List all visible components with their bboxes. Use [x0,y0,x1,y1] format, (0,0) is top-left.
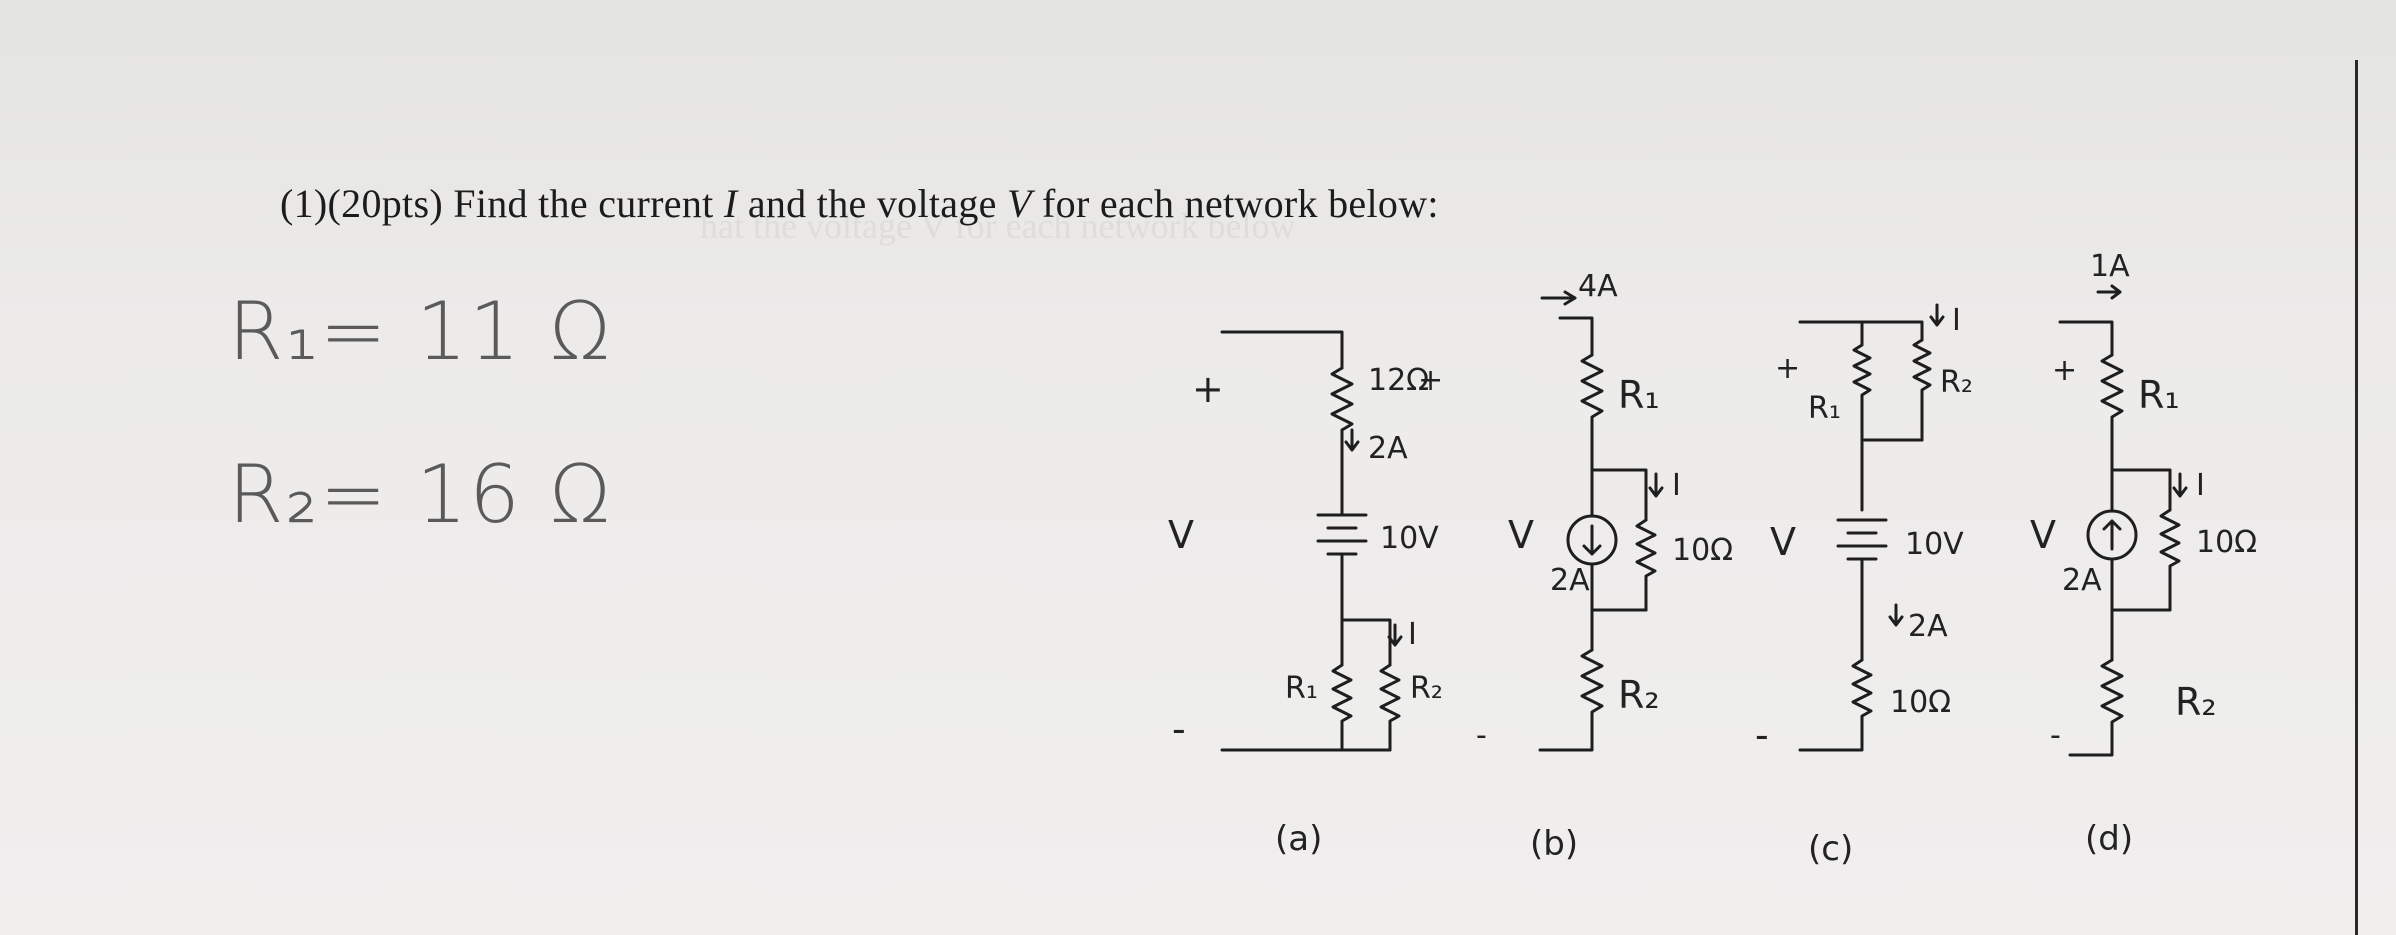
wire-d-top [2058,320,2114,357]
label-d-r1: R₁ [2138,373,2180,417]
label-c-10ohm: 10Ω [1890,685,1951,720]
arrow-d-source [2102,519,2122,551]
label-c-10v: 10V [1905,527,1964,562]
label-c-v: V [1770,520,1796,564]
label-d-i: I [2196,468,2205,503]
page-edge-line [2355,60,2358,935]
resistor-a-12ohm [1330,366,1354,432]
resistor-d-r1 [2100,353,2124,472]
label-b-r1: R₁ [1618,373,1660,417]
resistor-a-r1 [1331,663,1353,752]
resistor-d-r2 [2068,658,2124,757]
label-a-plus: + [1192,367,1224,411]
label-a-12ohm: 12Ω [1368,363,1429,398]
problem-number: (1)(20pts) [280,181,443,226]
arrow-a-i [1387,623,1403,647]
label-d-v: V [2030,513,2056,557]
wire-b-top [1558,316,1594,357]
label-a-10v: 10V [1380,521,1439,556]
label-a-v: V [1168,513,1194,557]
problem-statement: (1)(20pts) Find the current I and the vo… [280,180,1439,227]
label-a-r1: R₁ [1285,671,1318,706]
arrow-c-i [1929,303,1945,327]
bleed-through-text: hat the voltage V for each network below [700,206,1296,246]
wire-b-split [1590,468,1648,522]
caption-a: (a) [1275,819,1322,859]
label-b-4a: 4A [1578,269,1618,304]
arrow-d-i [2172,472,2188,498]
label-d-plus: + [2052,353,2077,388]
circuit-c [1798,303,1945,752]
caption-b: (b) [1530,824,1578,864]
wire-c-join [1860,438,1924,512]
label-c-r2: R₂ [1940,365,1973,400]
label-c-r1: R₁ [1808,391,1841,426]
wire-c-top [1860,320,1924,342]
circuit-d [2058,284,2188,757]
variable-i: I [723,181,738,226]
wire-a-lower [1340,552,1392,667]
label-a-2a: 2A [1368,431,1408,466]
label-d-2a: 2A [2062,563,2102,598]
label-a-12ohm-plus: + [1418,363,1443,398]
arrow-c-2a [1888,603,1904,627]
caption-d: (d) [2085,819,2133,859]
resistor-b-10ohm [1635,518,1657,612]
label-a-minus-right: - [1476,718,1487,753]
label-b-r2: R₂ [1618,673,1660,717]
problem-text-3: for each network below: [1042,181,1439,226]
resistor-b-r2 [1538,648,1604,752]
resistor-a-r2 [1379,663,1401,752]
label-b-v: V [1508,513,1534,557]
wire-d-join [2110,598,2172,662]
given-r2: R₂= 16 Ω [228,448,613,541]
variable-v: V [1007,181,1032,226]
arrow-b-source [1582,524,1602,556]
wire-d-split [2110,468,2172,512]
resistor-c-r2 [1912,338,1932,442]
arrow-b-4a [1540,290,1577,306]
label-a-i: I [1408,617,1417,652]
label-a-minus: - [1172,707,1186,751]
label-d-10ohm: 10Ω [2196,525,2257,560]
label-b-2a: 2A [1550,563,1590,598]
arrow-a-2a [1344,428,1360,452]
battery-c [1836,518,1888,561]
label-c-i: I [1952,303,1961,338]
arrow-d-1a [2096,284,2122,300]
resistor-c-10ohm [1798,658,1873,752]
wire-b-join [1590,608,1648,652]
label-c-minus: - [1755,713,1769,757]
resistor-b-r1 [1580,353,1604,472]
label-c-2a: 2A [1908,609,1948,644]
caption-c: (c) [1808,829,1853,869]
circuit-b [1538,290,1664,752]
given-r1: R₁= 11 Ω [228,285,613,378]
battery-a [1316,513,1368,556]
resistor-d-10ohm [2159,508,2181,602]
resistor-c-r1 [1852,320,1872,442]
label-c-plus: + [1775,351,1800,386]
label-d-minus: - [2050,718,2061,753]
label-a-r2: R₂ [1410,671,1443,706]
arrow-b-i [1648,472,1664,498]
wire-a-top [1220,330,1344,370]
label-d-1a: 1A [2090,249,2130,284]
problem-text-2: and the voltage [747,181,997,226]
label-b-i: I [1672,468,1681,503]
label-b-10ohm: 10Ω [1672,533,1733,568]
problem-text-1: Find the current [453,181,714,226]
label-d-r2: R₂ [2175,680,2217,724]
circuit-a [1220,330,1403,752]
